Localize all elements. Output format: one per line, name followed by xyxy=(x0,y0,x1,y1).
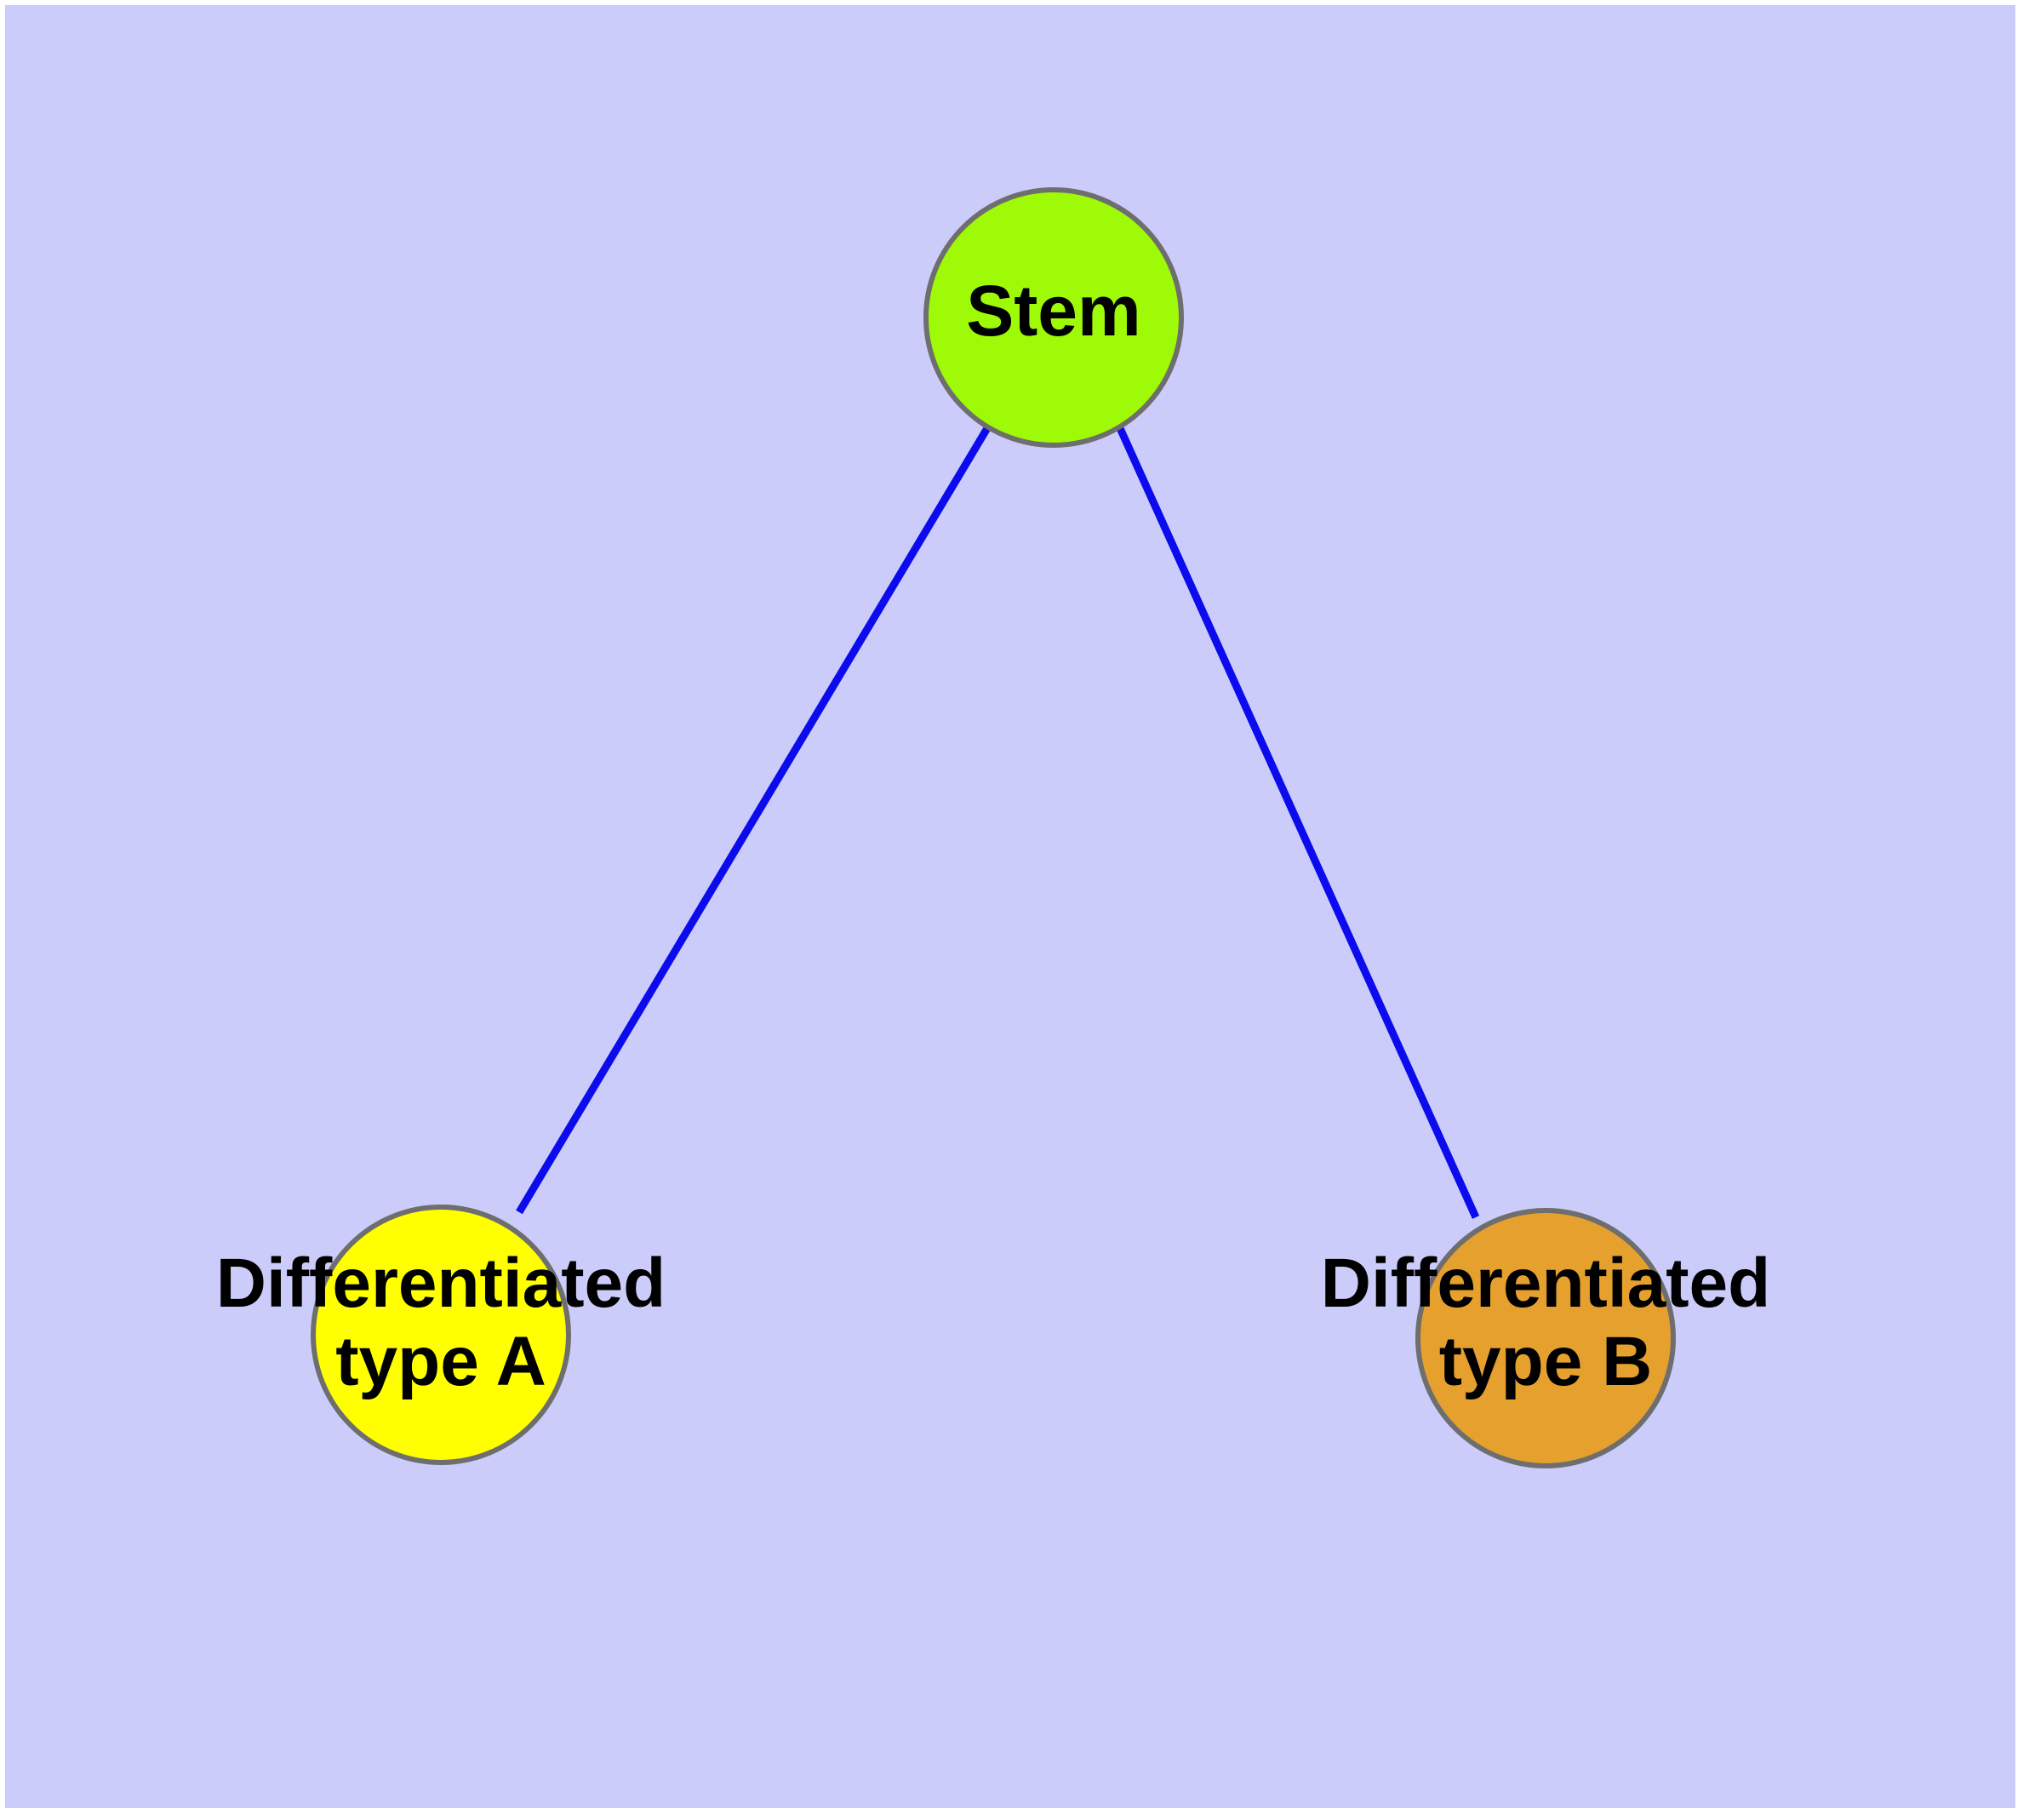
edge-stem-to-type-a xyxy=(516,426,991,1215)
edge-stem-to-type-b xyxy=(1116,426,1480,1219)
node-stem[interactable] xyxy=(923,187,1184,448)
node-differentiated-type-a[interactable] xyxy=(311,1205,571,1465)
node-differentiated-type-b[interactable] xyxy=(1415,1208,1676,1468)
